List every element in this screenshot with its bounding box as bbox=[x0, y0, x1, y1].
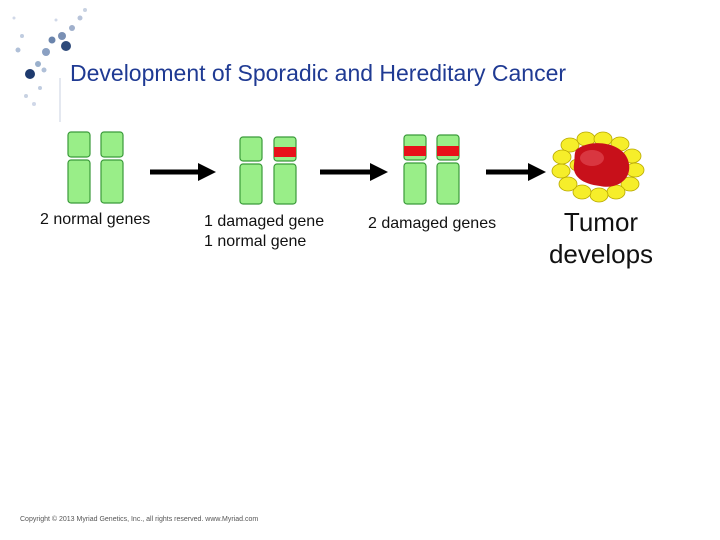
copyright-text: Copyright © 2013 Myriad Genetics, Inc., … bbox=[20, 516, 258, 523]
stage-2-label-line1: 1 damaged gene bbox=[204, 212, 324, 232]
chromosome-left-upper bbox=[68, 132, 90, 157]
chromosome-right-upper bbox=[101, 132, 123, 157]
arrow-3-icon bbox=[486, 163, 546, 181]
damage-band-right bbox=[437, 146, 459, 156]
stage-4-label: Tumor develops bbox=[536, 206, 666, 270]
stage-3-label-line1: 2 damaged genes bbox=[368, 214, 496, 234]
stage-2-label: 1 damaged gene 1 normal gene bbox=[204, 212, 324, 252]
stage-1-label-line1: 2 normal genes bbox=[40, 210, 150, 230]
arrow-1-icon bbox=[150, 163, 216, 181]
chromosome-pair-two-damaged bbox=[404, 135, 459, 204]
damage-band-left bbox=[404, 146, 426, 156]
chromosome-left-lower bbox=[68, 160, 90, 203]
arrow-2-icon bbox=[320, 163, 388, 181]
tumor-icon bbox=[552, 132, 644, 202]
chromosome-right-lower bbox=[101, 160, 123, 203]
stage-2-label-line2: 1 normal gene bbox=[204, 232, 324, 252]
logo-dots-icon bbox=[13, 8, 88, 106]
stage-4-label-line2: develops bbox=[536, 238, 666, 270]
damage-band bbox=[274, 147, 296, 157]
stage-1-label: 2 normal genes bbox=[40, 210, 150, 230]
chromosome-pair-normal bbox=[68, 132, 123, 203]
stage-3-label: 2 damaged genes bbox=[368, 214, 496, 234]
chromosome-pair-one-damaged bbox=[240, 137, 296, 204]
stage-4-label-line1: Tumor bbox=[536, 206, 666, 238]
slide-title: Development of Sporadic and Hereditary C… bbox=[70, 60, 710, 87]
